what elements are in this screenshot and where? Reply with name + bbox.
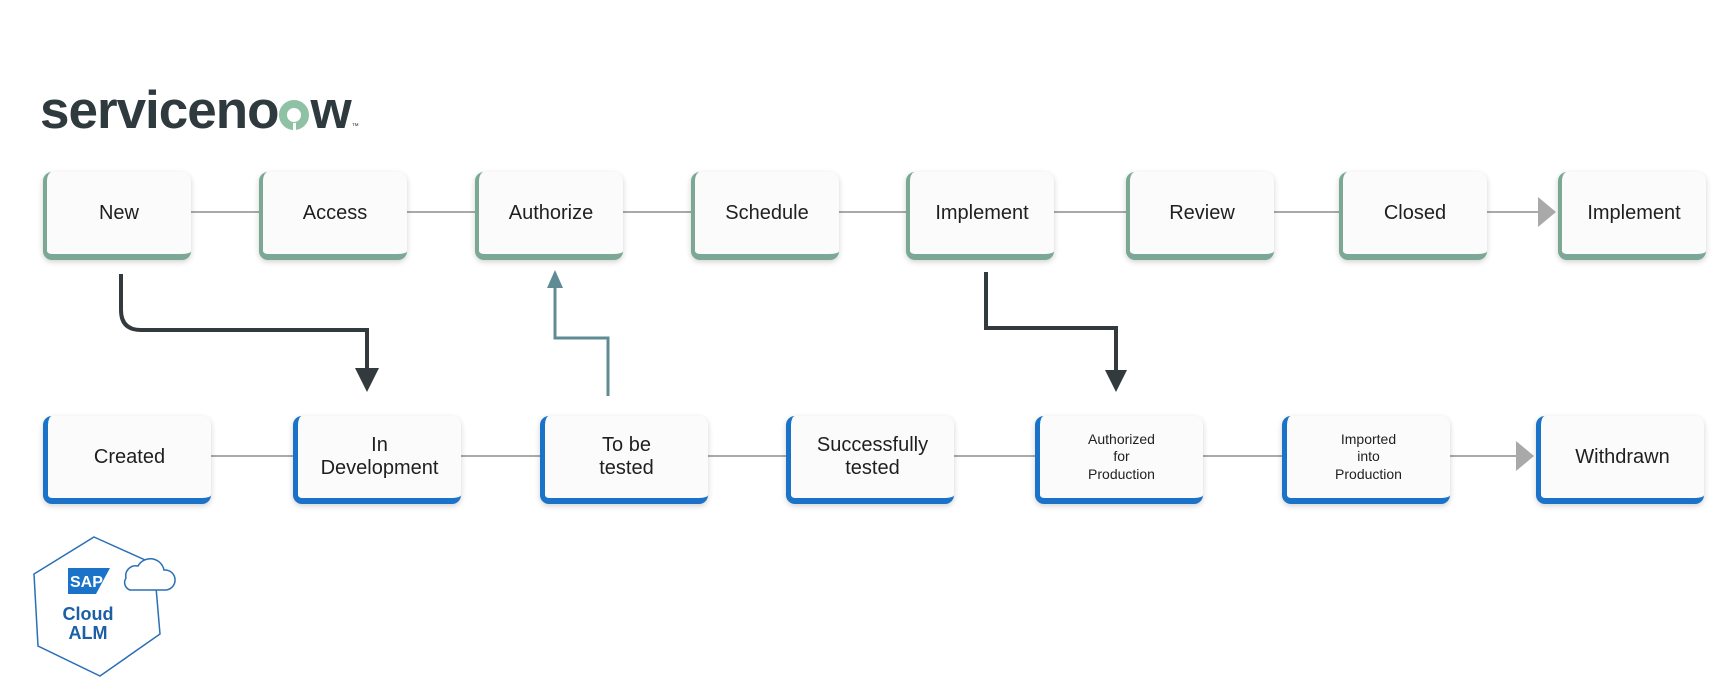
sap-state-label: In Development	[320, 434, 439, 479]
sn-state-access: Access	[259, 172, 407, 260]
sn-state-closed: Closed	[1339, 172, 1487, 260]
sap-state-label: Successfully tested	[816, 434, 929, 479]
link-new-to-in-development	[119, 274, 369, 370]
badge-line-1: Cloud	[63, 604, 114, 624]
sap-arrowhead-icon	[1516, 441, 1534, 471]
sap-state-successfully-tested: Successfully tested	[786, 416, 954, 504]
logo-trademark: ™	[351, 123, 359, 130]
sn-state-label: New	[98, 201, 139, 224]
sap-state-label: Withdrawn	[1575, 445, 1670, 468]
link-implement-to-authorized	[984, 272, 1118, 372]
sn-arrowhead-icon	[1538, 197, 1556, 227]
sn-state-implement-2: Implement	[1558, 172, 1706, 260]
link-arrowhead-icon	[547, 270, 563, 288]
sap-state-authorized-for-production: Authorized for Production	[1035, 416, 1203, 504]
sn-state-label: Implement	[935, 201, 1029, 224]
badge-line-2: ALM	[69, 623, 108, 643]
sn-state-authorize: Authorize	[475, 172, 623, 260]
sap-state-label: Imported into Production	[1335, 430, 1402, 482]
sn-state-label: Schedule	[725, 201, 809, 224]
sap-state-created: Created	[43, 416, 211, 504]
sap-state-imported-into-production: Imported into Production	[1282, 416, 1450, 504]
sap-cloud-alm-badge: SAP Cloud ALM	[33, 536, 176, 677]
cloud-icon	[123, 558, 176, 591]
sn-state-label: Implement	[1587, 201, 1681, 224]
sn-state-implement: Implement	[906, 172, 1054, 260]
sn-state-review: Review	[1126, 172, 1274, 260]
sn-state-label: Review	[1169, 201, 1235, 224]
sn-state-schedule: Schedule	[691, 172, 839, 260]
sn-state-label: Authorize	[508, 201, 594, 224]
sap-state-label: Authorized for Production	[1088, 430, 1155, 482]
sn-state-new: New	[43, 172, 191, 260]
sap-state-label: To be tested	[599, 434, 654, 479]
sap-state-label: Created	[93, 445, 166, 468]
sn-state-label: Closed	[1383, 201, 1447, 224]
sap-state-withdrawn: Withdrawn	[1536, 416, 1704, 504]
link-arrowhead-icon	[355, 368, 379, 392]
sap-logo-icon	[68, 568, 110, 594]
sap-state-to-be-tested: To be tested	[540, 416, 708, 504]
sn-state-label: Access	[302, 201, 368, 224]
logo-o-icon	[279, 100, 310, 131]
sap-state-in-development: In Development	[293, 416, 461, 504]
sap-logo-text: SAP	[70, 574, 103, 591]
link-arrowhead-icon	[1105, 370, 1127, 392]
link-to-be-tested-to-authorize	[553, 286, 610, 396]
